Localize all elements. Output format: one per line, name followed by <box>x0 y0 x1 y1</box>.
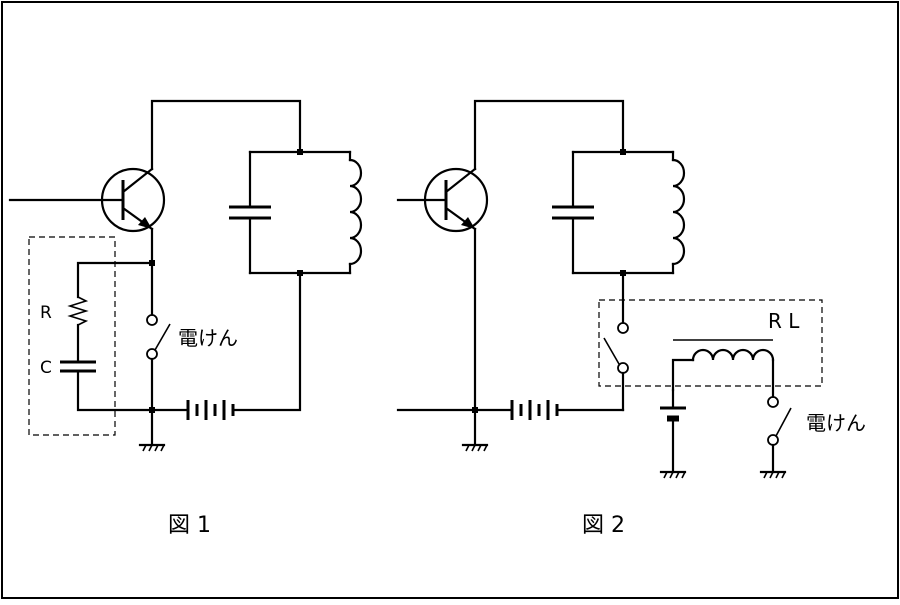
fig1-rc-dashed-box <box>28 236 116 436</box>
fig2-key: 電けん <box>759 396 866 479</box>
fig1-tank-coil <box>348 158 363 266</box>
fig2-tank-coil <box>671 158 686 266</box>
fig2-transistor <box>396 167 489 233</box>
fig1-capacitor-label: C <box>40 358 52 378</box>
fig1-ground <box>138 408 166 452</box>
fig2-caption: 図 2 <box>582 513 625 538</box>
fig1-resistor-label: R <box>40 303 52 323</box>
fig2-relay-coil: R L <box>671 309 800 398</box>
fig1-caption: 図 1 <box>168 513 211 538</box>
fig2-battery <box>396 400 625 420</box>
fig1-rc-network: R C <box>28 236 154 436</box>
fig2-relay-battery <box>659 388 687 479</box>
fig1-key-label: 電けん <box>178 326 238 350</box>
fig1-collector-wire <box>150 99 302 171</box>
fig2-relay-label: R L <box>768 309 800 333</box>
fig2-relay-contact <box>603 271 629 412</box>
figure-1: 電けん R C <box>8 99 363 538</box>
fig2-key-label: 電けん <box>806 411 866 435</box>
fig1-resistor <box>67 296 89 326</box>
fig1-transistor <box>8 167 166 233</box>
figure-2: R L 電けん <box>396 99 866 538</box>
fig2-ground <box>461 408 489 452</box>
fig2-relay-dashed-box <box>598 299 823 387</box>
fig1-key: 電けん <box>146 314 238 412</box>
fig1-battery <box>150 271 302 420</box>
fig2-collector-wire <box>473 99 625 171</box>
